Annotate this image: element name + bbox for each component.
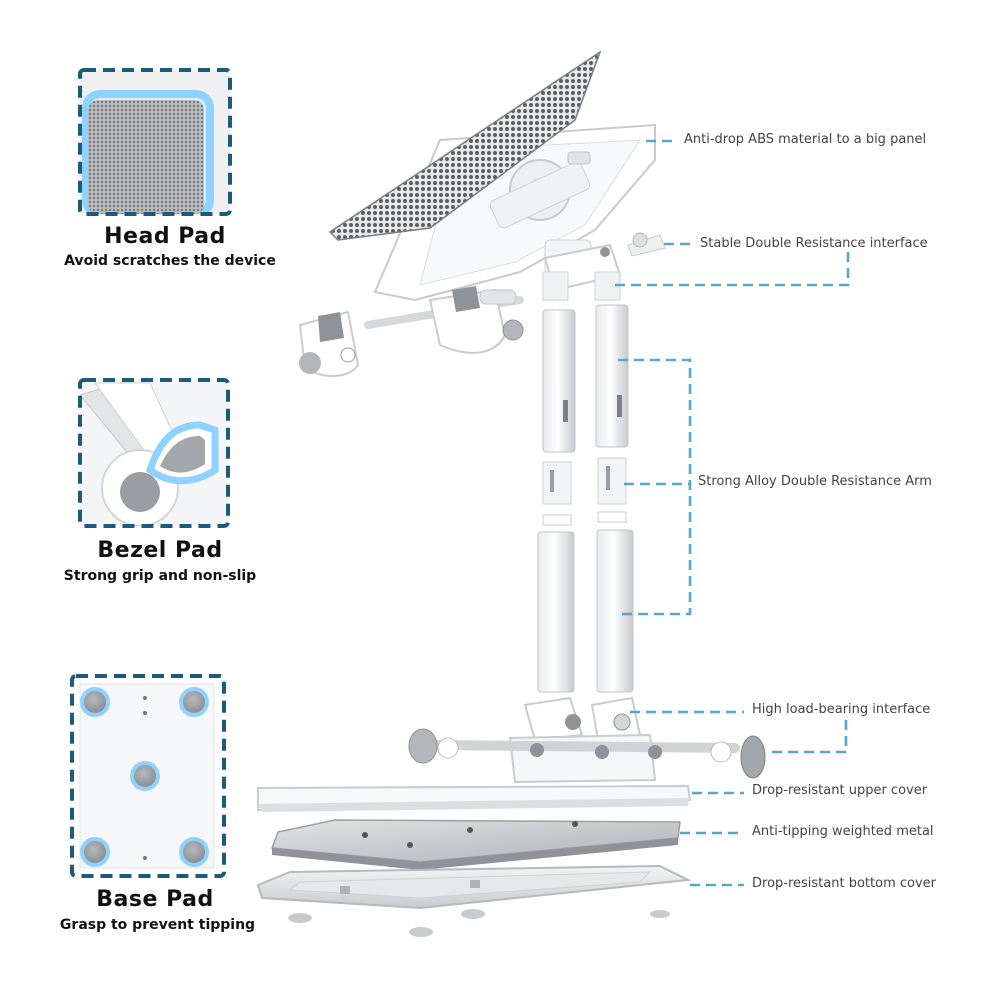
bezel-pad-subtitle: Strong grip and non-slip [63, 568, 257, 584]
rubber-feet-icon [80, 687, 209, 867]
base-pad-inset [70, 674, 226, 878]
callout-arm: Strong Alloy Double Resistance Arm [698, 474, 932, 489]
weighted-metal-plate [270, 819, 681, 870]
bezel-pad-inset [78, 378, 230, 528]
bezel-hooks [298, 286, 524, 377]
callout-load: High load-bearing interface [752, 702, 931, 717]
bezel-pad-title: Bezel Pad [97, 538, 223, 563]
callout-lines [615, 139, 850, 887]
callout-bottom-cover: Drop-resistant bottom cover [752, 876, 936, 891]
callout-upper-cover: Drop-resistant upper cover [752, 783, 928, 798]
callout-panel: Anti-drop ABS material to a big panel [684, 132, 927, 147]
head-pad-subtitle: Avoid scratches the device [64, 253, 276, 269]
head-pad-title: Head Pad [104, 224, 226, 249]
base-pad-subtitle: Grasp to prevent tipping [59, 917, 256, 933]
top-hinge [542, 232, 666, 301]
head-pad-mesh [328, 50, 602, 241]
bottom-cover [256, 864, 692, 937]
alloy-arms [537, 304, 634, 693]
base-pad-title: Base Pad [96, 887, 214, 912]
callout-weighted-metal: Anti-tipping weighted metal [752, 824, 934, 839]
base-hinge [408, 696, 766, 784]
head-pad-inset [78, 68, 232, 216]
callout-interface: Stable Double Resistance interface [700, 236, 928, 251]
upper-cover [257, 784, 692, 812]
mesh-pad-icon [88, 100, 204, 214]
